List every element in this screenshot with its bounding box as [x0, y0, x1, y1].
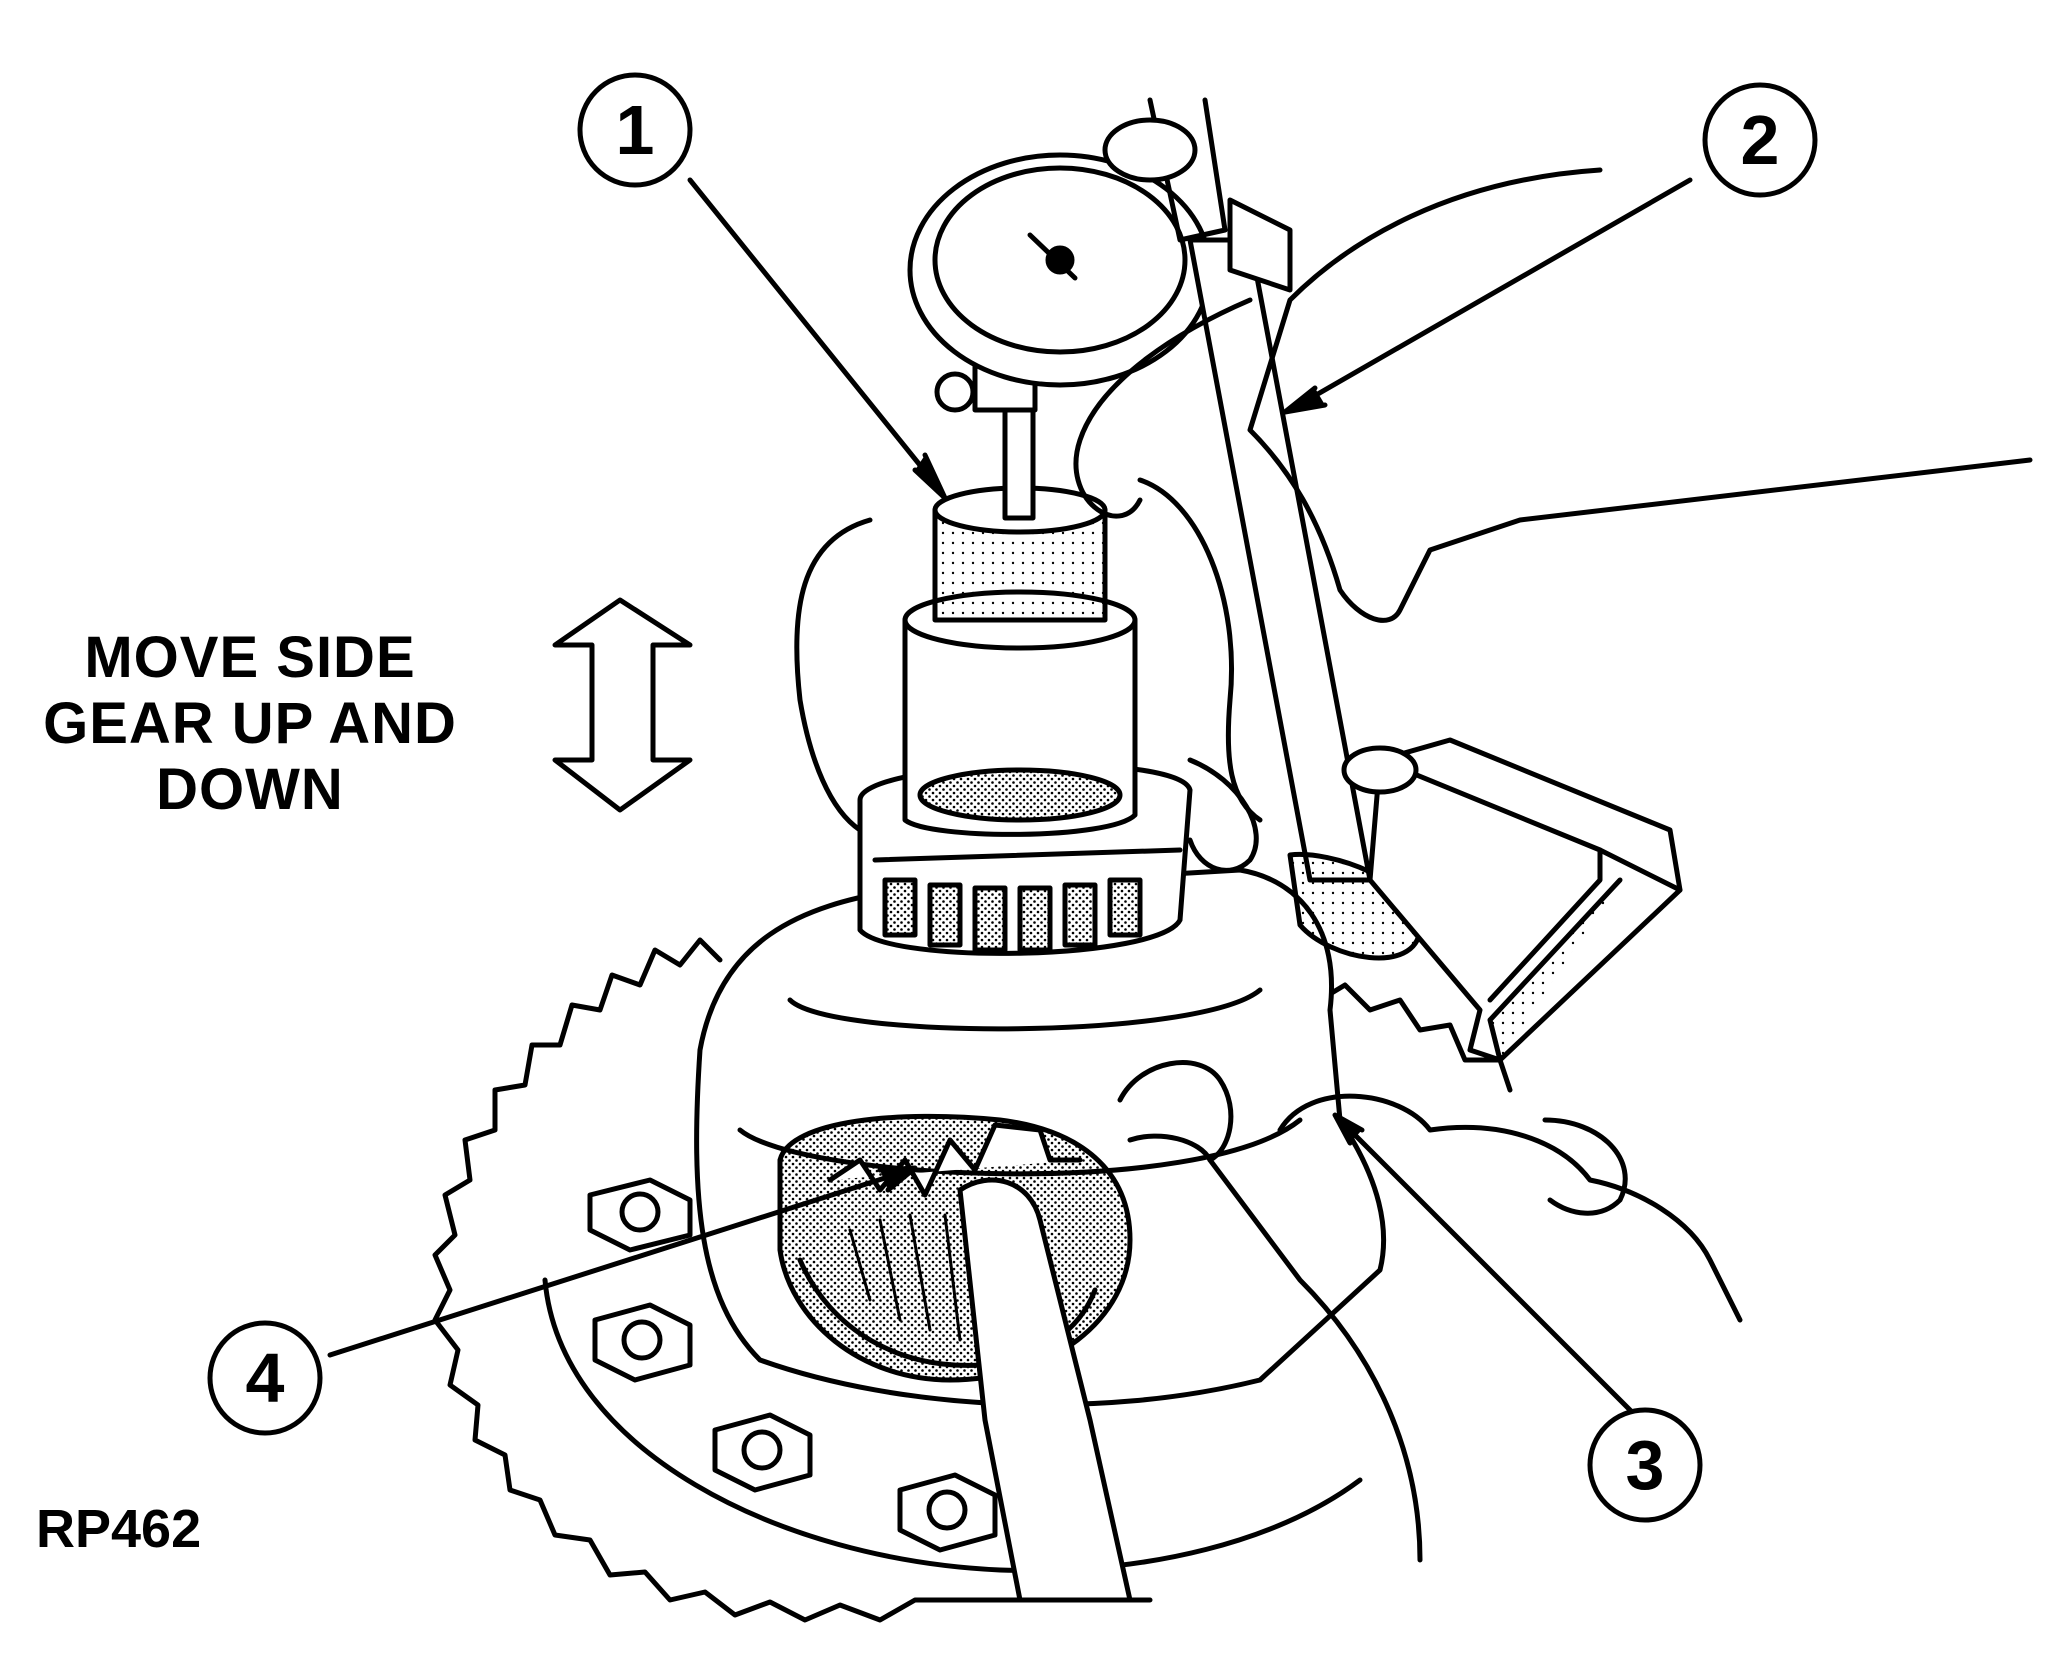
- up-down-arrow: [552, 597, 693, 813]
- indicator-rod: [1102, 97, 1423, 961]
- callout-number-3: 3: [1626, 1426, 1665, 1504]
- lower-hand: [957, 1060, 1743, 1603]
- callout-circle-2: [1702, 82, 1818, 198]
- callout-number-4: 4: [246, 1339, 285, 1417]
- figure-id: RP462: [36, 1499, 202, 1559]
- instruction-line-2: GEAR UP AND: [43, 691, 457, 756]
- instruction-line-1: MOVE SIDE: [84, 625, 416, 690]
- callout-circle-3: [1587, 1407, 1703, 1523]
- upper-hand: [794, 167, 2033, 873]
- leader-arrow-1: [912, 452, 948, 501]
- callout-circle-1: [577, 72, 693, 188]
- leader-line-1: [687, 177, 943, 493]
- callout-number-2: 2: [1741, 101, 1780, 179]
- support-block: [1341, 737, 1683, 1063]
- callout-number-1: 1: [616, 91, 655, 169]
- leader-line-2: [1287, 177, 1693, 413]
- leader-arrow-4: [877, 1165, 918, 1193]
- pilot-adapter: [902, 485, 1138, 837]
- callout-circle-4: [207, 1320, 323, 1436]
- leader-arrow-2: [1282, 385, 1328, 415]
- ring-gear: [432, 937, 1513, 1623]
- case-bolts: [587, 1177, 998, 1553]
- leader-arrow-3: [1332, 1112, 1365, 1146]
- dial-indicator: [907, 152, 1213, 521]
- leader-line-4: [327, 1167, 913, 1358]
- leader-line-3: [1337, 1117, 1638, 1418]
- instruction-line-3: DOWN: [156, 757, 344, 822]
